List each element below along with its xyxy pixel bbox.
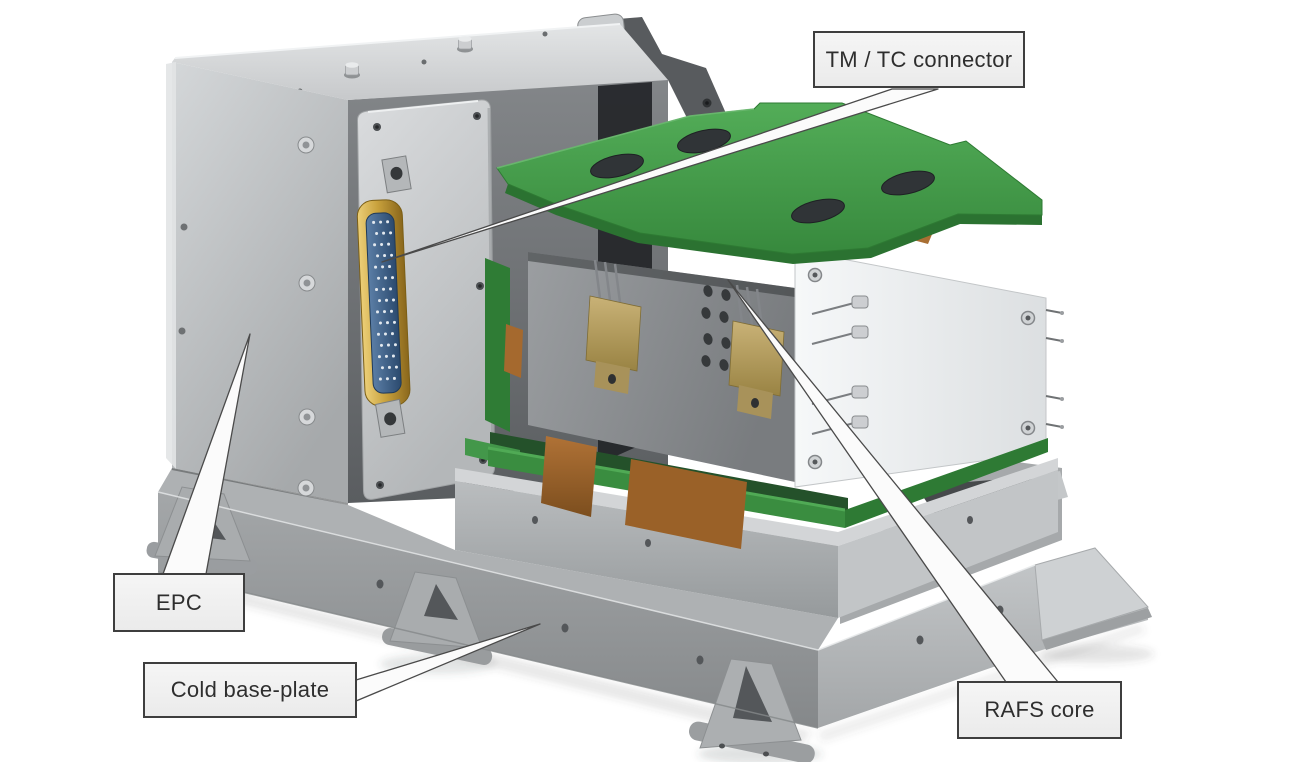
base-plate-front-face — [158, 492, 818, 728]
leader-tm-tc-connector — [381, 88, 939, 263]
mounting-foot — [688, 658, 815, 762]
feedthrough-pins — [811, 295, 1064, 435]
epc-top-studs — [344, 36, 473, 79]
callout-label-cold-base-plate: Cold base-plate — [143, 662, 357, 718]
epc-front-face — [172, 62, 348, 503]
core-vent-holes — [701, 285, 731, 371]
tm-tc-connector — [356, 155, 412, 438]
callout-leaders — [162, 88, 1059, 702]
epc-face-fasteners — [178, 136, 316, 497]
callout-label-rafs-core: RAFS core — [957, 681, 1122, 739]
epc-top-face — [172, 24, 668, 100]
pcb-side-board — [485, 258, 510, 432]
panel-screws — [373, 112, 487, 489]
mounting-foot — [1034, 547, 1152, 650]
rafs-core-box — [528, 249, 1064, 488]
lower-housing — [455, 458, 1058, 618]
power-transistor — [585, 259, 642, 394]
callout-label-tm-tc-connector: TM / TC connector — [813, 31, 1025, 88]
pcb-top-board — [496, 102, 1043, 264]
core-white-cover — [794, 249, 1064, 488]
dsub-pin-dots — [372, 220, 398, 381]
callout-label-epc: EPC — [113, 573, 245, 632]
rafs-stack — [455, 102, 1064, 618]
copper-flex — [541, 436, 597, 517]
pcb-oval-cutouts — [590, 128, 935, 224]
copper-flex — [625, 459, 747, 549]
